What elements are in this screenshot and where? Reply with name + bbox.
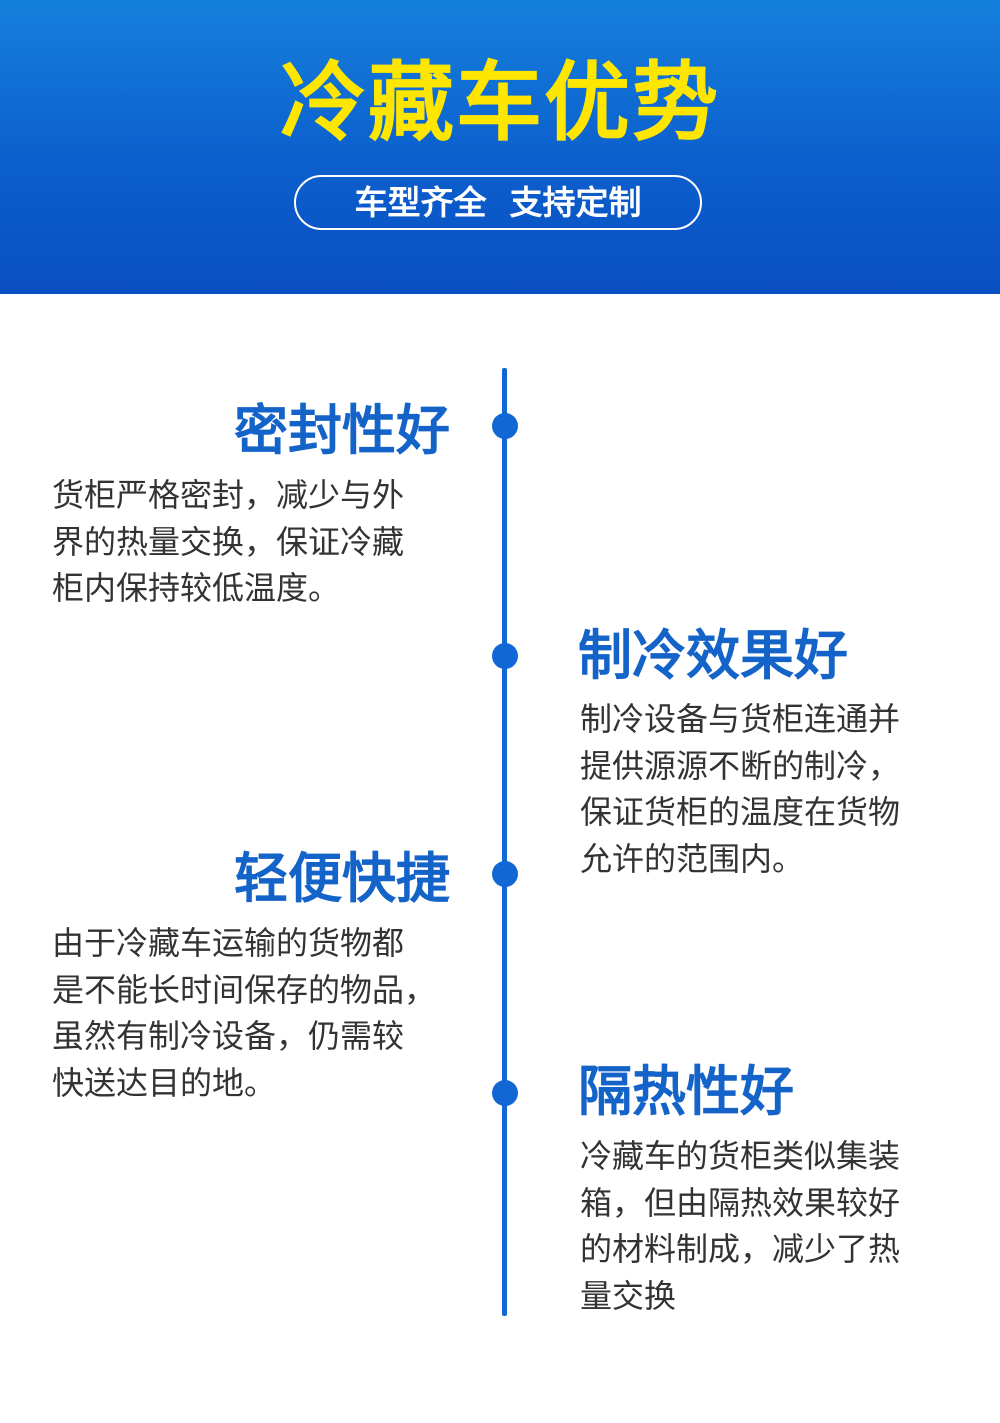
desc-line: 提供源源不断的制冷， bbox=[580, 746, 901, 785]
desc-line: 允许的范围内。 bbox=[580, 839, 805, 878]
feature-desc-fast: 由于冷藏车运输的货物都 是不能长时间保存的物品， 虽然有制冷设备，仍需较 快送达… bbox=[52, 920, 436, 1106]
desc-line: 快送达目的地。 bbox=[52, 1063, 277, 1102]
desc-line: 箱，但由隔热效果较好 bbox=[580, 1183, 901, 1222]
desc-line: 界的热量交换，保证冷藏 bbox=[52, 522, 405, 561]
feature-desc-insulation: 冷藏车的货柜类似集装 箱，但由隔热效果较好 的材料制成，减少了热 量交换 bbox=[580, 1133, 900, 1319]
desc-line: 是不能长时间保存的物品， bbox=[52, 970, 437, 1009]
desc-line: 由于冷藏车运输的货物都 bbox=[52, 924, 405, 962]
desc-line: 的材料制成，减少了热 bbox=[580, 1230, 901, 1268]
timeline-dot bbox=[492, 413, 518, 439]
feature-title-sealing: 密封性好 bbox=[234, 399, 450, 462]
feature-title-fast: 轻便快捷 bbox=[234, 847, 450, 910]
feature-desc-cooling: 制冷设备与货柜连通并 提供源源不断的制冷， 保证货柜的温度在货物 允许的范围内。 bbox=[580, 696, 900, 882]
feature-title-cooling: 制冷效果好 bbox=[578, 624, 848, 687]
timeline-dot bbox=[492, 643, 518, 669]
feature-title-insulation: 隔热性好 bbox=[578, 1060, 794, 1123]
timeline-dot bbox=[492, 861, 518, 887]
header-banner: 冷藏车优势 车型齐全 支持定制 bbox=[0, 0, 1000, 294]
desc-line: 保证货柜的温度在货物 bbox=[580, 793, 901, 831]
page-title: 冷藏车优势 bbox=[280, 53, 720, 153]
timeline-dot bbox=[492, 1080, 518, 1106]
desc-line: 量交换 bbox=[580, 1276, 677, 1315]
subtitle-pill: 车型齐全 支持定制 bbox=[294, 175, 702, 230]
feature-desc-sealing: 货柜严格密封，减少与外 界的热量交换，保证冷藏 柜内保持较低温度。 bbox=[52, 472, 404, 612]
desc-line: 货柜严格密封，减少与外 bbox=[52, 476, 405, 514]
desc-line: 柜内保持较低温度。 bbox=[52, 569, 341, 607]
desc-line: 虽然有制冷设备，仍需较 bbox=[52, 1017, 405, 1055]
timeline-line bbox=[502, 368, 507, 1316]
desc-line: 冷藏车的货柜类似集装 bbox=[580, 1137, 901, 1175]
desc-line: 制冷设备与货柜连通并 bbox=[580, 700, 901, 738]
